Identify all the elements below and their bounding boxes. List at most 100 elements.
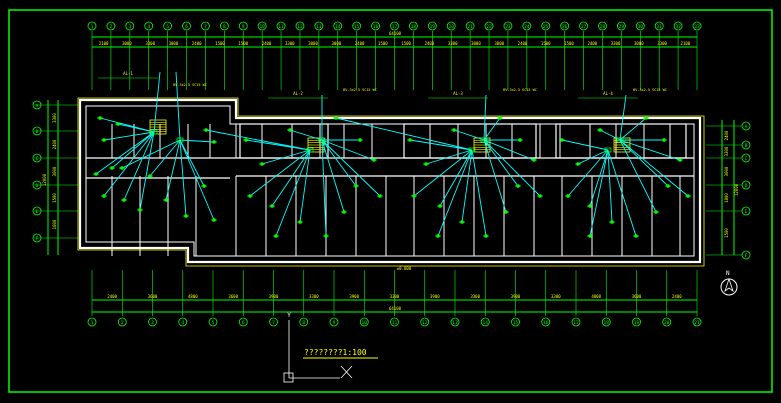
top-axis-bubble [503,21,513,31]
left-axis-bubble [32,153,42,163]
bottom-axis-label: 11 [392,320,398,326]
wiring-layer [93,71,691,238]
bottom-axis-label: 12 [422,320,428,326]
ucs-y-label: Y [287,312,291,319]
bottom-axis-bubble [692,317,702,327]
bottom-axis-label: 4 [181,320,184,326]
wire-run [619,139,669,187]
left-axis-label: D [36,183,39,189]
bottom-dim-value: 3900 [430,294,440,299]
top-axis-bubble [409,21,418,31]
right-dim-value: 3000 [724,166,729,176]
wire-run [483,139,507,213]
top-axis-label: 3 [128,24,131,30]
circuit-label: BV-3x2.5 SC15 WC [633,88,667,92]
top-axis-bubble [654,21,664,31]
top-axis-bubble [522,21,532,31]
north-arrow: N [720,270,738,296]
top-axis-bubble [182,21,191,31]
top-axis-bubble [106,21,116,31]
top-dim-value: 1500 [215,41,225,46]
bottom-axis-bubble [208,317,218,327]
bottom-axis-label: 18 [604,320,610,326]
top-total-dim: 64100 [389,31,402,36]
wire-run [103,131,155,197]
north-label: N [726,270,730,277]
feeder-line [619,94,627,141]
top-dim-value: 2400 [518,41,528,46]
right-axis-label: F [745,253,748,259]
bottom-axis-label: 21 [694,320,700,326]
wire-run [165,139,181,201]
top-axis-label: 2 [110,24,113,30]
bottom-dim-value: 3300 [470,294,480,299]
left-dim-value: 1500 [52,193,57,203]
top-dim-value: 3000 [169,41,179,46]
feeder-line [483,94,487,141]
north-circle-icon [720,278,738,296]
circuit-label: BV-3x2.5 SC15 WC [173,83,207,87]
bottom-dim-value: 3300 [551,294,561,299]
scale-caption: ????????1:100 [304,348,367,357]
bottom-axis-bubble [390,317,399,327]
top-axis-label: 20 [449,24,455,30]
top-axis-bubble [427,21,437,31]
top-axis-bubble [144,21,154,31]
feeder-line [175,71,181,141]
top-axis-bubble [579,21,588,31]
top-axis-label: 19 [430,24,436,30]
wire-run [321,139,375,161]
panel-note: AL-2 [293,91,303,96]
wire-run [271,149,311,207]
unit-block [403,123,537,159]
bottom-axis-bubble [359,317,369,327]
bottom-dim-value: 2400 [107,294,117,299]
building-outer-line [77,97,705,267]
top-dim-value: 2100 [99,41,109,46]
top-axis-bubble [201,21,210,31]
top-axis-label: 12 [297,24,303,30]
top-axis-bubble [87,21,97,31]
top-dim-value: 3000 [122,41,132,46]
panel-note: AL-1 [123,71,133,76]
left-axis-bubble [32,100,42,110]
wire-run [619,139,681,161]
top-dim-value: 1500 [401,41,411,46]
wire-run [483,117,501,141]
bottom-axis-label: 5 [212,320,215,326]
top-axis-bubble [390,21,399,31]
bottom-dim-value: 3300 [390,294,400,299]
right-axis-bubble [741,140,751,150]
top-axis-bubble [541,21,551,31]
north-arrow-icon [724,277,734,293]
top-axis-label: 27 [581,24,587,30]
top-axis-bubble [673,21,683,31]
wire-run [299,149,311,223]
wire-run [179,139,215,221]
wire-run [607,149,637,237]
left-axis-bubble [32,126,42,136]
left-dim-value: 1800 [52,219,57,229]
bottom-axis-label: 14 [483,320,489,326]
top-axis-bubble [219,21,229,31]
top-axis-label: 15 [354,24,360,30]
wire-run [95,131,155,175]
wire-run [179,139,187,217]
top-axis-label: 28 [600,24,606,30]
wire-run [619,139,657,213]
bottom-axis-bubble [511,317,520,327]
wire-run [437,149,473,237]
wire-run [483,139,519,187]
top-dim-value: 3300 [145,41,155,46]
wire-run [413,149,473,197]
top-axis-bubble [276,21,286,31]
bottom-axis-label: 6 [242,320,245,326]
wire-run [409,139,473,151]
top-dim-value: 1500 [238,41,248,46]
top-axis-bubble [635,21,645,31]
left-axis-label: B [36,129,39,135]
top-axis-bubble [125,21,135,31]
top-axis-label: 31 [656,24,662,30]
wire-run [439,149,473,207]
